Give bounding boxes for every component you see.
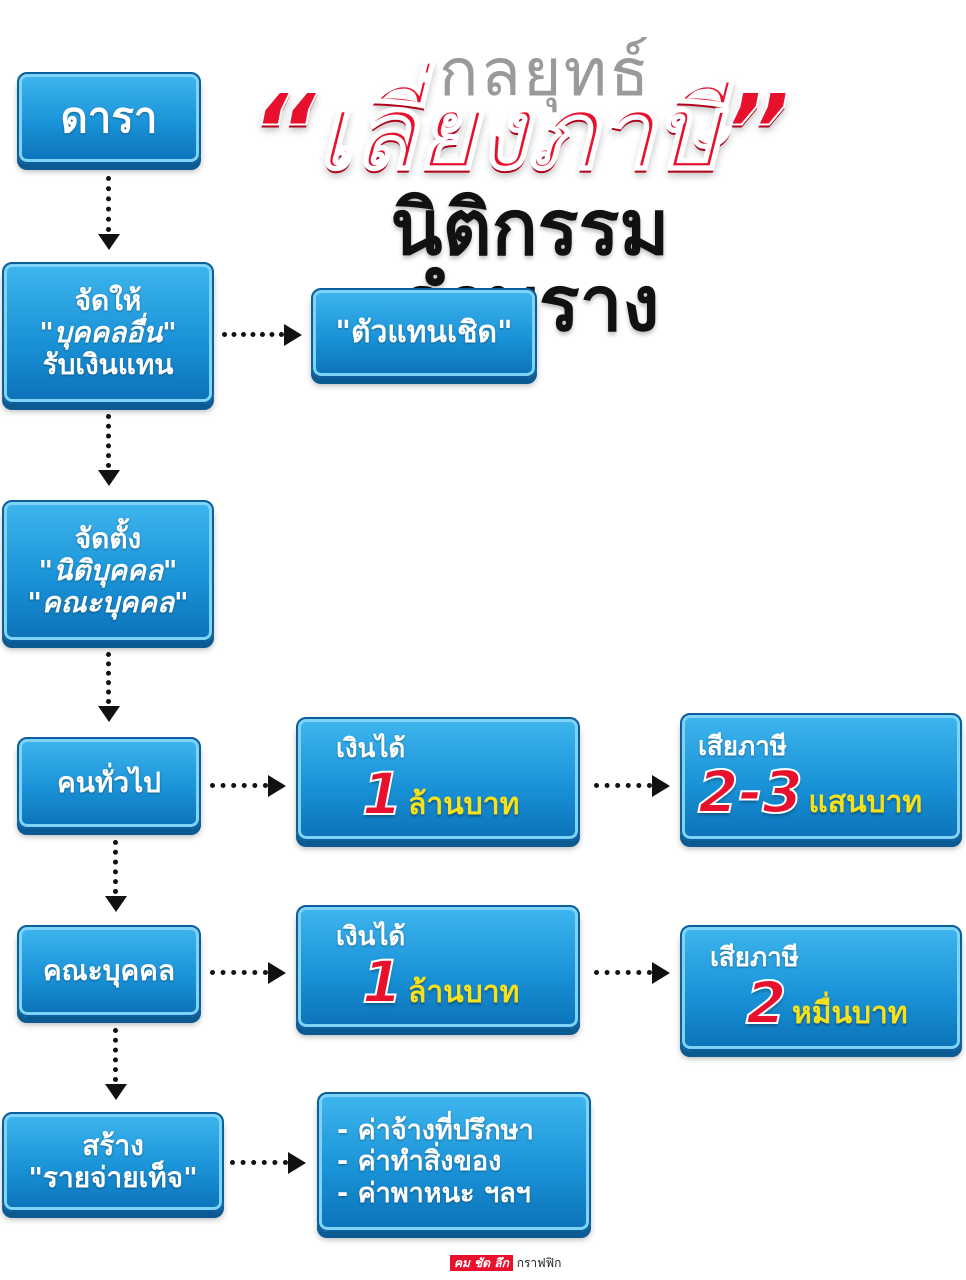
arrowhead-assign-to-nominee	[284, 324, 302, 346]
arrowhead-group-to-income	[268, 962, 286, 984]
node-nominee: "ตัวแทนเชิด"	[311, 288, 537, 378]
credit-brand: คม ชัด ลึก	[450, 1255, 513, 1271]
income-group-unit: ล้านบาท	[407, 974, 520, 1010]
node-tax-general: เสียภาษี 2-3 แสนบาท	[680, 713, 962, 841]
income-general-amount: 1	[361, 759, 403, 828]
node-group-label: คณะบุคคล	[42, 953, 176, 987]
arrowhead-assign-to-setup	[98, 470, 120, 486]
node-tax-group: เสียภาษี 2 หมื่นบาท	[680, 925, 962, 1051]
node-assign-line3: รับเงินแทน	[42, 348, 174, 382]
expense-item: - ค่าพาหนะ ฯลฯ	[337, 1177, 531, 1209]
income-general-label: เงินได้	[336, 734, 406, 765]
node-setup-entity: จัดตั้ง "นิติบุคคล" "คณะบุคคล"	[2, 500, 214, 642]
node-star-label: ดารา	[60, 92, 158, 142]
node-income-general: เงินได้ 1 ล้านบาท	[296, 717, 580, 841]
arrow-create-to-expenses	[230, 1160, 288, 1165]
arrow-setup-to-general	[106, 652, 111, 704]
tax-general-label: เสียภาษี	[698, 732, 787, 763]
arrowhead-income-to-tax-general	[652, 775, 670, 797]
node-setup-line3: "คณะบุคคล"	[27, 586, 189, 620]
tax-group-label: เสียภาษี	[710, 943, 799, 974]
node-assign-line2: "บุคคลอื่น"	[39, 315, 177, 349]
income-group-label: เงินได้	[336, 922, 406, 953]
arrowhead-setup-to-general	[98, 706, 120, 722]
node-assign-line1: จัดให้	[74, 283, 142, 317]
arrow-group-to-income	[210, 970, 268, 975]
expense-item: - ค่าจ้างที่ปรึกษา	[337, 1115, 534, 1147]
arrow-group-to-create	[113, 1028, 118, 1082]
node-general-label: คนทั่วไป	[57, 765, 161, 799]
node-group: คณะบุคคล	[17, 925, 201, 1017]
node-income-group: เงินได้ 1 ล้านบาท	[296, 905, 580, 1029]
arrow-general-to-group	[113, 840, 118, 894]
arrow-income-to-tax-group	[594, 970, 652, 975]
tax-general-unit: แสนบาท	[808, 784, 923, 820]
expense-item: - ค่าทำสิ่งของ	[337, 1146, 502, 1178]
credit: คม ชัด ลึก กราฟฟิก	[450, 1254, 561, 1273]
title-tax-avoidance: “เลี่ยงภาษี”	[249, 71, 791, 193]
arrow-assign-to-nominee	[222, 332, 284, 337]
node-general-person: คนทั่วไป	[17, 737, 201, 829]
title-strategy: กลยุทธ์	[438, 34, 652, 111]
tax-group-amount: 2	[745, 968, 787, 1037]
arrowhead-income-to-tax-group	[652, 962, 670, 984]
node-setup-line2: "นิติบุคคล"	[38, 553, 178, 587]
arrow-assign-to-setup	[106, 414, 111, 468]
node-star: ดารา	[17, 72, 201, 164]
income-general-unit: ล้านบาท	[407, 786, 520, 822]
arrowhead-star-to-assign	[98, 234, 120, 250]
node-setup-line1: จัดตั้ง	[74, 521, 142, 555]
tax-general-amount: 2-3	[697, 757, 804, 826]
arrow-income-to-tax-general	[594, 783, 652, 788]
arrow-star-to-assign	[106, 176, 111, 232]
node-expense-list: - ค่าจ้างที่ปรึกษา - ค่าทำสิ่งของ - ค่าพ…	[317, 1092, 591, 1232]
node-create-line1: สร้าง	[82, 1128, 144, 1162]
node-nominee-label: "ตัวแทนเชิด"	[335, 314, 513, 350]
arrowhead-general-to-income	[268, 775, 286, 797]
income-group-amount: 1	[361, 947, 403, 1016]
node-assign-others: จัดให้ "บุคคลอื่น" รับเงินแทน	[2, 262, 214, 404]
arrowhead-group-to-create	[105, 1084, 127, 1100]
node-create-fake-expenses: สร้าง "รายจ่ายเท็จ"	[2, 1112, 224, 1212]
arrow-general-to-income	[210, 783, 268, 788]
node-create-line2: "รายจ่ายเท็จ"	[28, 1161, 198, 1194]
arrowhead-general-to-group	[105, 896, 127, 912]
credit-suffix: กราฟฟิก	[516, 1256, 562, 1270]
tax-group-unit: หมื่นบาท	[791, 995, 908, 1031]
arrowhead-create-to-expenses	[288, 1152, 306, 1174]
